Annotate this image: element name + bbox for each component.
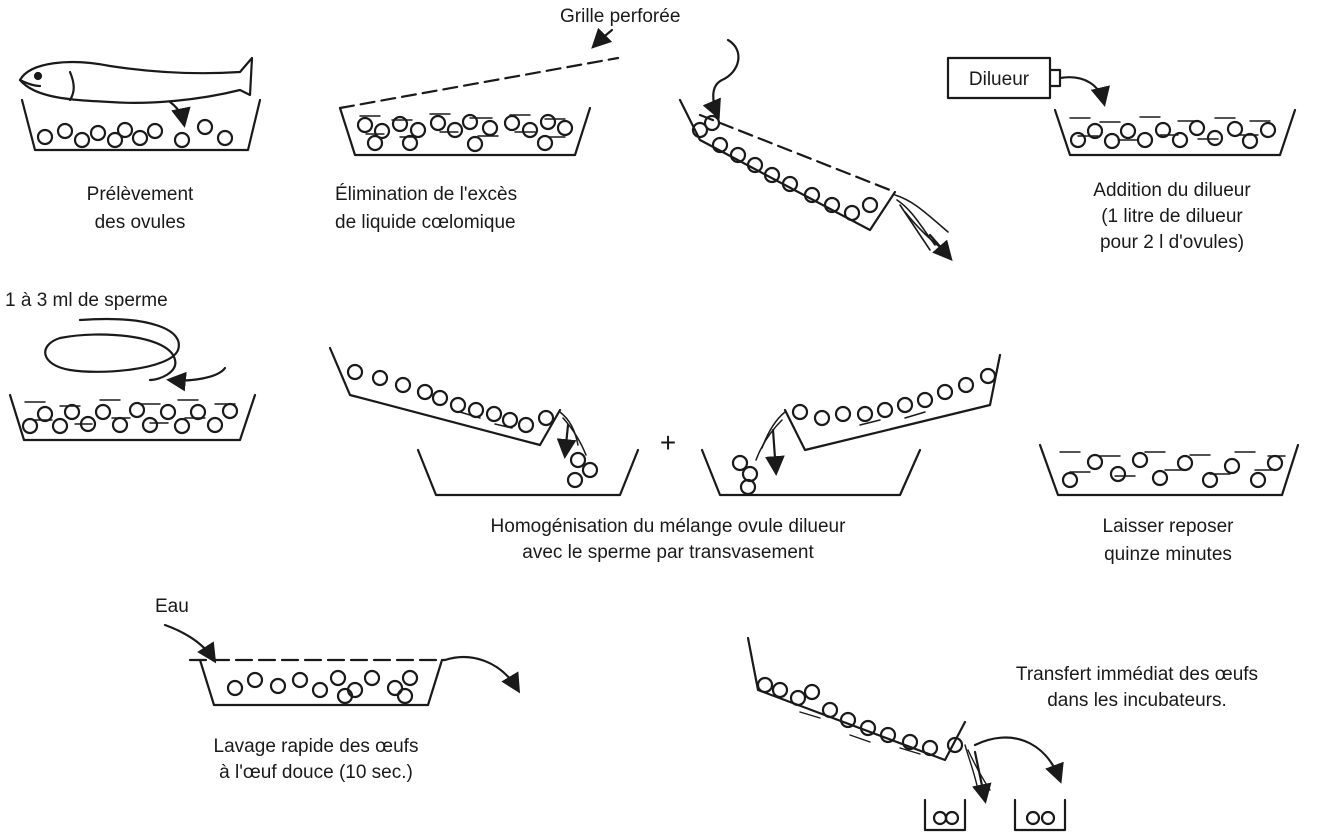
basin-sperme [10, 395, 255, 440]
label-prelevement: Prélèvement des ovules [87, 184, 194, 233]
ovules-elimination [358, 115, 572, 151]
arrow-lavage-out [445, 657, 518, 690]
ovules-left-receiver [568, 453, 597, 487]
svg-text:des ovules: des ovules [95, 212, 186, 233]
arrow-sperme [170, 368, 225, 381]
ovules-transfert [758, 678, 962, 755]
arrow-transfert-down [975, 752, 985, 800]
arrow-dilueur [1060, 77, 1104, 103]
basin-right-receiver [702, 450, 920, 495]
svg-text:Laisser reposer: Laisser reposer [1103, 516, 1235, 537]
svg-text:(1 litre de dilueur: (1 litre de dilueur [1101, 206, 1243, 227]
svg-text:à l'œuf douce (10 sec.): à l'œuf douce (10 sec.) [219, 762, 413, 783]
basin-addition [1055, 110, 1295, 155]
arrow-left-pour [565, 425, 568, 455]
liquid-pour [895, 195, 950, 255]
ovules-tilted [693, 116, 877, 220]
ovules-prelevement [38, 120, 232, 147]
tray-right-pour [785, 355, 1000, 450]
arrow-grille-curve [713, 40, 738, 116]
svg-text:de liquide cœlomique: de liquide cœlomique [335, 212, 516, 233]
label-homogenisation: Homogénisation du mélange ovule dilueur … [491, 516, 847, 563]
label-transfert: Transfert immédiat des œufs dans les inc… [1016, 664, 1258, 711]
svg-text:Addition du dilueur: Addition du dilueur [1093, 180, 1251, 201]
incubator-2 [1015, 800, 1065, 830]
label-sperme: 1 à 3 ml de sperme [5, 290, 168, 311]
svg-text:pour 2 l d'ovules): pour 2 l d'ovules) [1100, 232, 1244, 253]
basin-prelevement [22, 100, 260, 150]
svg-text:Prélèvement: Prélèvement [87, 184, 194, 205]
label-grille: Grille perforée [560, 6, 680, 27]
arrow-eau [165, 625, 214, 660]
ovules-lavage [228, 671, 417, 703]
sperme-spiral [45, 319, 179, 380]
fish-icon [20, 58, 252, 103]
arrow-pour-down [930, 235, 950, 258]
arrow-right-pour [773, 430, 776, 472]
label-addition: Addition du dilueur (1 litre de dilueur … [1093, 180, 1251, 253]
ovules-incubators [934, 812, 1054, 824]
label-plus: + [660, 427, 676, 458]
svg-text:Élimination de l'excès: Élimination de l'excès [335, 184, 517, 205]
svg-text:dans les incubateurs.: dans les incubateurs. [1047, 690, 1227, 711]
grille-line [340, 58, 618, 108]
ovules-right-receiver [733, 456, 757, 494]
basin-elimination [340, 108, 590, 155]
svg-text:avec le sperme par transvaseme: avec le sperme par transvasement [522, 542, 814, 563]
label-dilueur-box: Dilueur [969, 69, 1030, 90]
svg-text:Lavage rapide des œufs: Lavage rapide des œufs [214, 736, 419, 757]
dilueur-spout [1050, 70, 1060, 86]
arrow-ovules-drop [170, 102, 184, 124]
tray-left-pour [330, 348, 560, 445]
label-elimination: Élimination de l'excès de liquide cœlomi… [335, 184, 517, 233]
label-eau: Eau [155, 596, 189, 617]
svg-text:quinze minutes: quinze minutes [1104, 544, 1232, 565]
liquid-transfert [800, 712, 990, 790]
arrow-grille [594, 30, 612, 46]
ovules-right-pour [793, 369, 995, 425]
label-lavage: Lavage rapide des œufs à l'œuf douce (10… [214, 736, 419, 783]
svg-text:Homogénisation du mélange ovul: Homogénisation du mélange ovule dilueur [491, 516, 847, 537]
tilted-grille [700, 115, 895, 192]
svg-text:Transfert immédiat des œufs: Transfert immédiat des œufs [1016, 664, 1258, 685]
arrow-transfert-curve [975, 738, 1060, 780]
label-repos: Laisser reposer quinze minutes [1103, 516, 1235, 565]
basin-left-receiver [418, 450, 638, 495]
liquid-right-pour [756, 412, 925, 460]
